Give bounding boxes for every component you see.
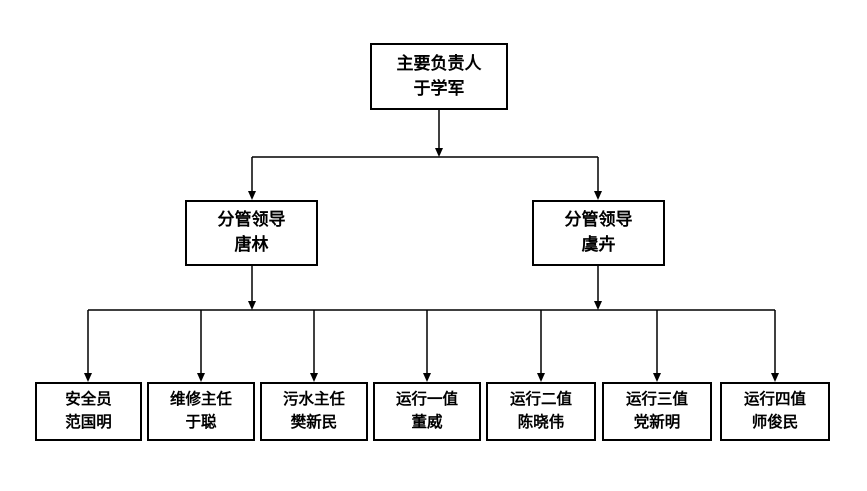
node-person: 师俊民: [751, 413, 799, 431]
node-person: 范国明: [65, 413, 112, 431]
node-role: 运行二值: [509, 391, 572, 409]
node-person: 于学军: [413, 78, 465, 98]
node-manager-yuhui: 分管领导 虞卉: [532, 200, 665, 266]
node-staff-shift1: 运行一值 董威: [373, 382, 481, 441]
node-root: 主要负责人 于学军: [370, 43, 508, 110]
arrowheads: [84, 148, 779, 382]
node-staff-shift2: 运行二值 陈晓伟: [486, 382, 596, 441]
node-staff-shift3: 运行三值 党新明: [602, 382, 712, 441]
node-role: 安全员: [65, 391, 112, 409]
node-staff-safety: 安全员 范国明: [35, 382, 142, 441]
node-person: 党新明: [633, 413, 681, 431]
node-role: 污水主任: [282, 391, 345, 409]
node-role: 分管领导: [217, 210, 286, 230]
node-role: 分管领导: [564, 210, 633, 230]
node-person: 董威: [411, 413, 443, 431]
node-role: 运行四值: [743, 391, 806, 409]
node-staff-maintenance: 维修主任 于聪: [147, 382, 255, 441]
node-role: 运行一值: [395, 391, 458, 409]
node-person: 唐林: [234, 235, 269, 254]
node-person: 陈晓伟: [517, 413, 565, 431]
node-manager-tanglin: 分管领导 唐林: [185, 200, 318, 266]
node-role: 维修主任: [169, 391, 232, 409]
node-staff-shift4: 运行四值 师俊民: [720, 382, 830, 441]
node-person: 樊新民: [290, 413, 338, 431]
node-role: 运行三值: [625, 391, 688, 409]
node-person: 于聪: [185, 413, 217, 431]
node-staff-sewage: 污水主任 樊新民: [260, 382, 368, 441]
node-person: 虞卉: [581, 235, 616, 254]
node-role: 主要负责人: [396, 53, 482, 73]
